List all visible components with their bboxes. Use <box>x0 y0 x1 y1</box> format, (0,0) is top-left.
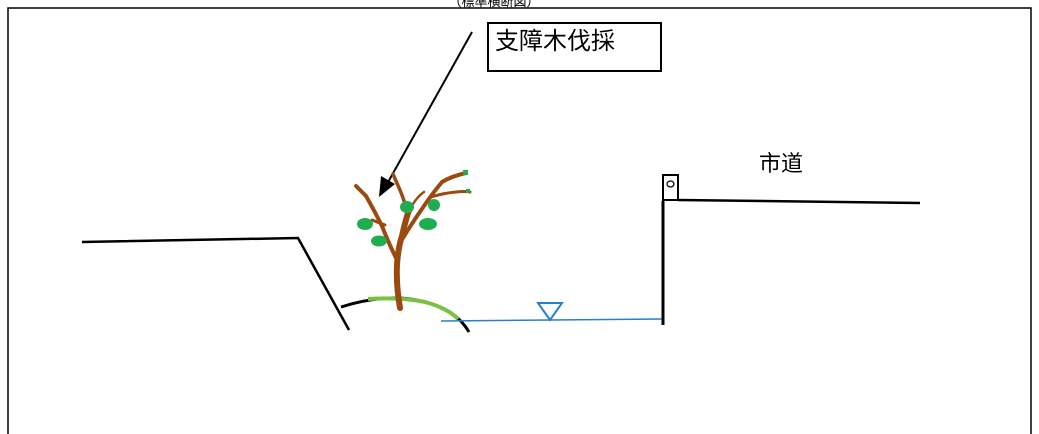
grass-strip <box>367 296 460 321</box>
tree-branch <box>429 190 472 199</box>
left-ground-line <box>81 236 351 331</box>
road-surface-line <box>677 198 921 205</box>
callout-arrow-shaft <box>386 31 473 185</box>
header-title: （標準横断図） <box>448 0 540 10</box>
riverbed-mound <box>340 296 471 333</box>
leaf <box>419 218 437 230</box>
road-label: 市道 <box>759 152 804 177</box>
guard-post-reflector-icon <box>666 180 675 188</box>
tree-branch <box>370 218 387 227</box>
leaf <box>400 201 414 213</box>
leaf <box>463 170 468 175</box>
leaf <box>371 235 387 247</box>
tree-trunk <box>393 207 412 311</box>
water-surface-line <box>440 318 663 322</box>
arrow-icon <box>379 176 395 197</box>
tree-branch <box>401 171 468 240</box>
water-level-icon <box>536 302 564 322</box>
leaf <box>357 218 373 230</box>
leaf <box>466 189 470 193</box>
tree <box>354 170 472 311</box>
frame-border <box>7 7 1032 434</box>
callout-label-tree-felling: 支障木伐採 <box>487 22 662 72</box>
tree-branch <box>354 184 400 264</box>
leaf <box>428 199 440 211</box>
tree-branch <box>411 190 426 206</box>
